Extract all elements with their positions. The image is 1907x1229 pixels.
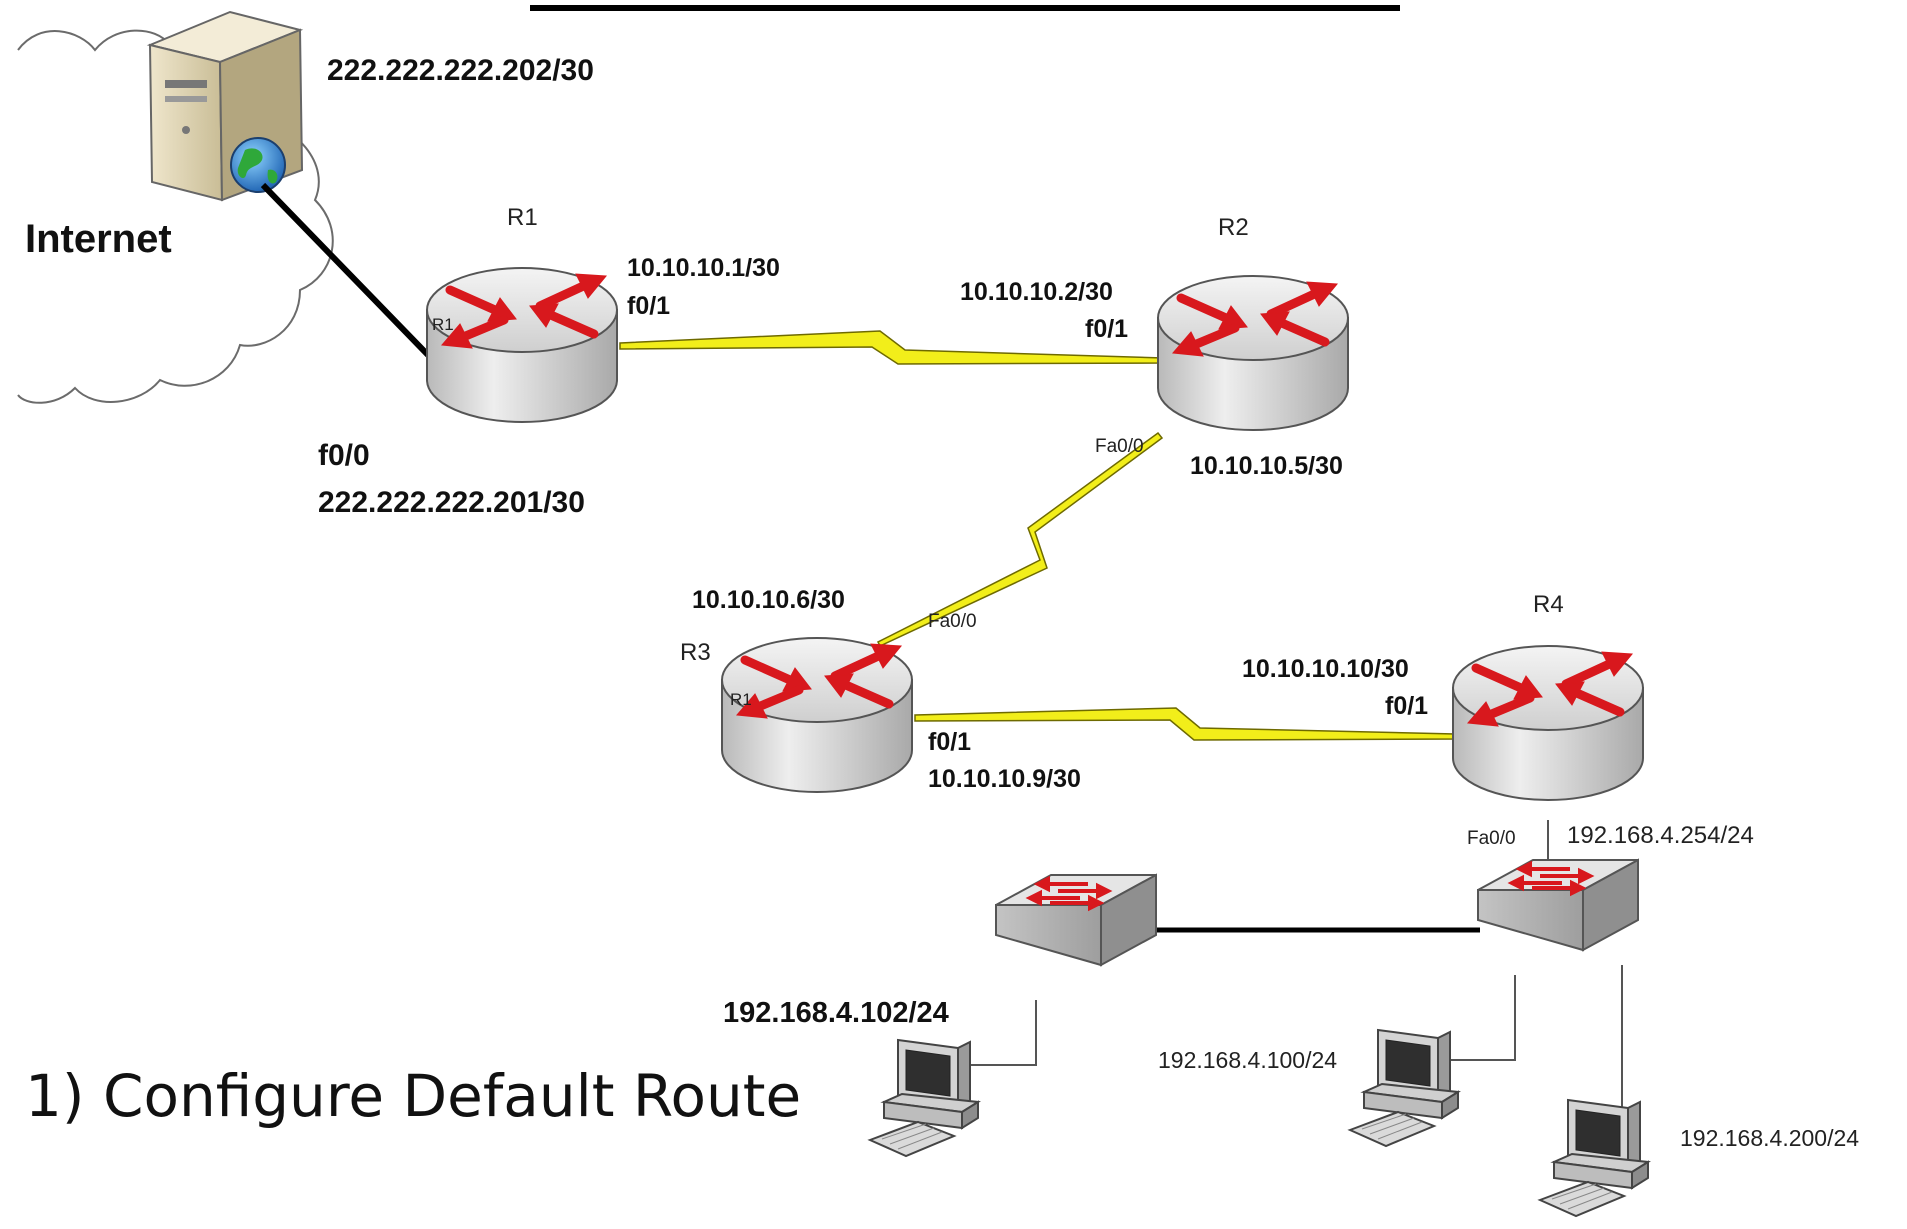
router-r4[interactable]: R4 — [1453, 591, 1643, 800]
pc2-link — [1450, 975, 1516, 1061]
pc-host-100[interactable] — [1349, 1029, 1459, 1147]
router-r3[interactable]: R3 R1 — [680, 638, 912, 792]
pc3-address-label: 192.168.4.200/24 — [1680, 1125, 1859, 1151]
pc1-link — [960, 1000, 1037, 1066]
r4-serial-interface-label: f0/1 — [1385, 692, 1428, 720]
router-r4-name: R4 — [1533, 591, 1564, 618]
r1-serial-interface-label: f0/1 — [627, 292, 670, 320]
slide-caption: 1) Configure Default Route — [25, 1062, 801, 1130]
router-r1[interactable]: R1 R1 — [427, 204, 617, 422]
router-r1-badge: R1 — [432, 315, 454, 334]
switch-right[interactable] — [1476, 858, 1640, 952]
r2-serial-interface-label: f0/1 — [1085, 315, 1128, 343]
r3-serial-interface-label: f0/1 — [928, 728, 971, 756]
internet-server — [146, 10, 304, 202]
pc-host-102[interactable] — [869, 1039, 979, 1157]
server-address-label: 222.222.222.202/30 — [327, 54, 594, 87]
serial-link-r2-r3 — [876, 431, 1164, 647]
r3-fa-address-label: 10.10.10.6/30 — [692, 586, 845, 614]
r4-serial-address-label: 10.10.10.10/30 — [1242, 655, 1409, 683]
router-r1-name: R1 — [507, 204, 538, 231]
r3-serial-address-label: 10.10.10.9/30 — [928, 765, 1081, 793]
internet-to-r1-link — [260, 182, 431, 358]
switch-left[interactable] — [994, 873, 1158, 967]
r1-wan-address-label: 222.222.222.201/30 — [318, 486, 585, 519]
r4-fa-interface-label: Fa0/0 — [1467, 828, 1516, 849]
serial-link-r1-r2 — [619, 330, 1164, 365]
router-r3-name: R3 — [680, 639, 711, 666]
globe-icon — [230, 137, 286, 193]
r3-fa-interface-label: Fa0/0 — [928, 611, 977, 632]
pc-host-200[interactable] — [1539, 1099, 1649, 1217]
r1-serial-address-label: 10.10.10.1/30 — [627, 254, 780, 282]
router-r2[interactable]: R2 — [1158, 214, 1348, 430]
r2-serial-address-label: 10.10.10.2/30 — [960, 278, 1113, 306]
router-r3-badge: R1 — [730, 690, 752, 709]
serial-link-r3-r4 — [914, 707, 1456, 741]
r1-wan-interface-label: f0/0 — [318, 439, 370, 472]
r2-fa-address-label: 10.10.10.5/30 — [1190, 452, 1343, 480]
r4-lan-address-label: 192.168.4.254/24 — [1567, 822, 1754, 849]
router-r2-name: R2 — [1218, 214, 1249, 241]
cloud-label: Internet — [25, 217, 172, 261]
r2-fa-interface-label: Fa0/0 — [1095, 436, 1144, 457]
pc2-address-label: 192.168.4.100/24 — [1158, 1047, 1337, 1073]
pc1-address-label: 192.168.4.102/24 — [723, 997, 949, 1029]
